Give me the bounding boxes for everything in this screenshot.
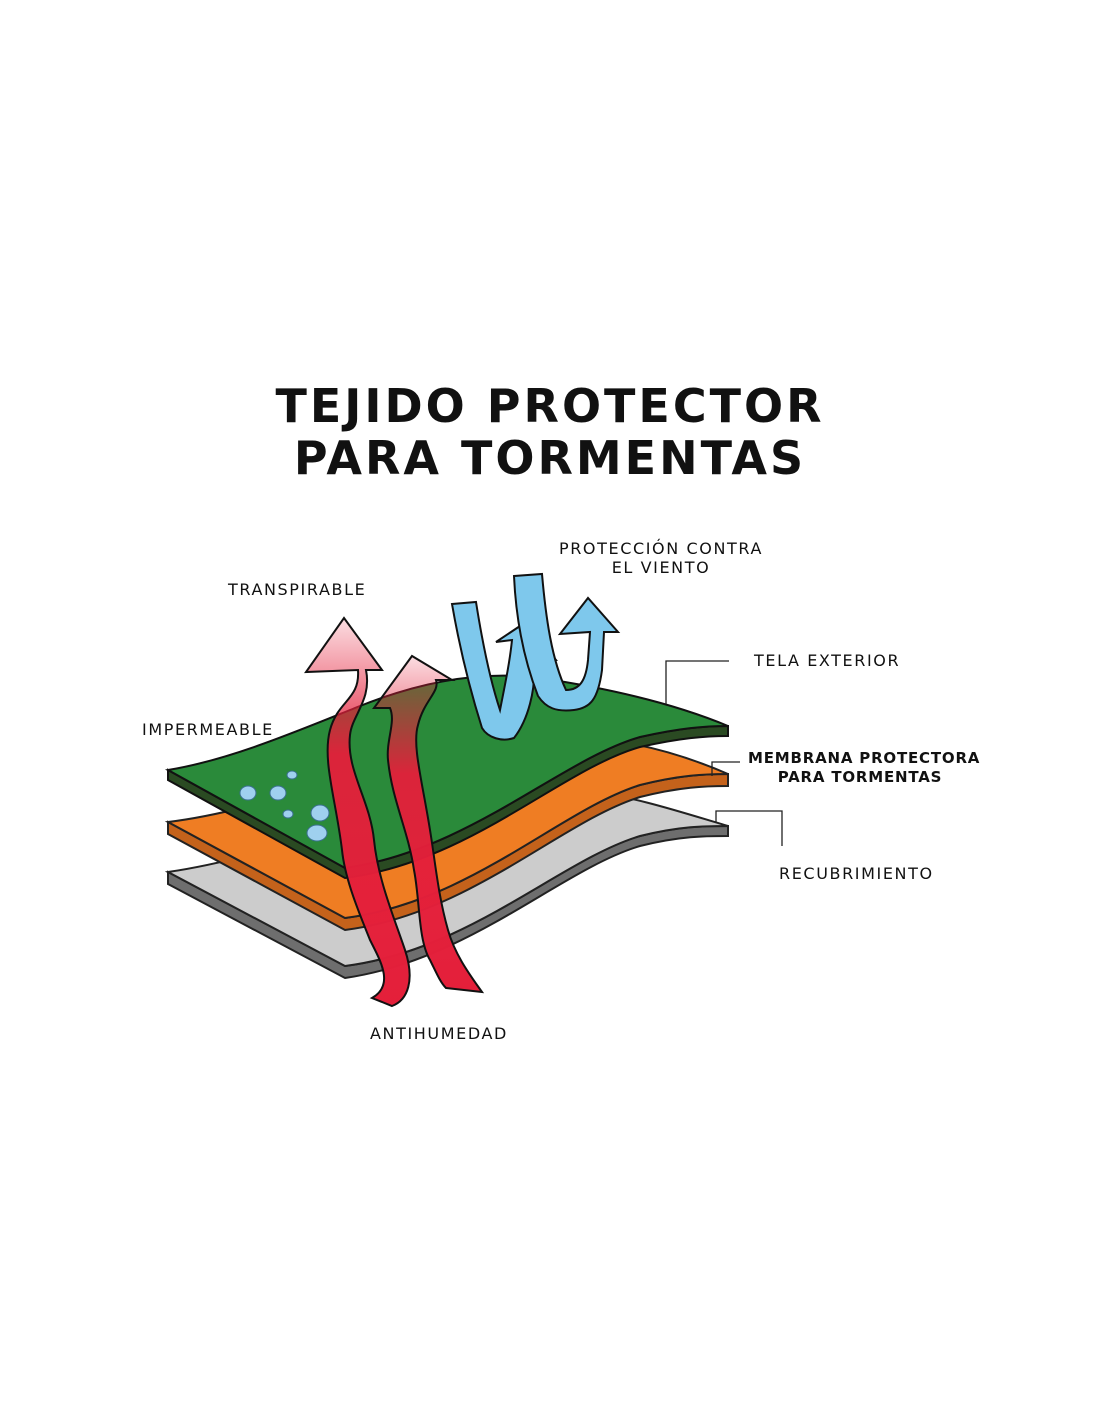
water-drop-icon — [269, 785, 287, 801]
title-line-1: TEJIDO PROTECTOR — [275, 379, 825, 433]
label-proteccion-line-1: PROTECCIÓN CONTRA — [558, 539, 764, 558]
label-antihumedad: ANTIHUMEDAD — [370, 1024, 508, 1043]
wind-arrow-right-icon — [512, 572, 621, 712]
leader-lines — [665, 660, 783, 846]
label-membrana-protectora: MEMBRANA PROTECTORA PARA TORMENTAS — [748, 749, 981, 787]
label-impermeable: IMPERMEABLE — [142, 720, 274, 739]
title-line-2: PARA TORMENTAS — [293, 431, 807, 485]
label-recubrimiento: RECUBRIMIENTO — [779, 864, 934, 883]
leader-line-membrana — [711, 761, 740, 776]
breathability-arrows — [304, 616, 485, 1008]
outer-fabric-layer — [164, 674, 729, 880]
heat-arrow-right-icon — [372, 654, 485, 994]
heat-arrow-left-icon — [304, 616, 411, 1008]
water-drop-icon — [282, 809, 294, 819]
label-proteccion-viento: PROTECCIÓN CONTRA EL VIENTO — [556, 539, 766, 577]
water-drop-icon — [286, 770, 298, 780]
leader-line-tela-exterior — [665, 660, 729, 704]
water-drop-icon — [306, 824, 328, 842]
label-transpirable: TRANSPIRABLE — [228, 580, 367, 599]
label-membrana-line-2: PARA TORMENTAS — [777, 768, 943, 786]
water-drops — [239, 770, 330, 842]
leader-line-recubrimiento — [715, 810, 783, 846]
water-drop-icon — [239, 785, 257, 801]
label-proteccion-line-2: EL VIENTO — [611, 558, 711, 577]
outer-fabric-surface — [164, 674, 729, 870]
label-tela-exterior: TELA EXTERIOR — [754, 651, 901, 670]
wind-arrows — [450, 572, 621, 741]
water-drop-icon — [310, 804, 330, 822]
diagram-title: TEJIDO PROTECTOR PARA TORMENTAS — [0, 380, 1100, 484]
label-membrana-line-1: MEMBRANA PROTECTORA — [748, 749, 981, 767]
